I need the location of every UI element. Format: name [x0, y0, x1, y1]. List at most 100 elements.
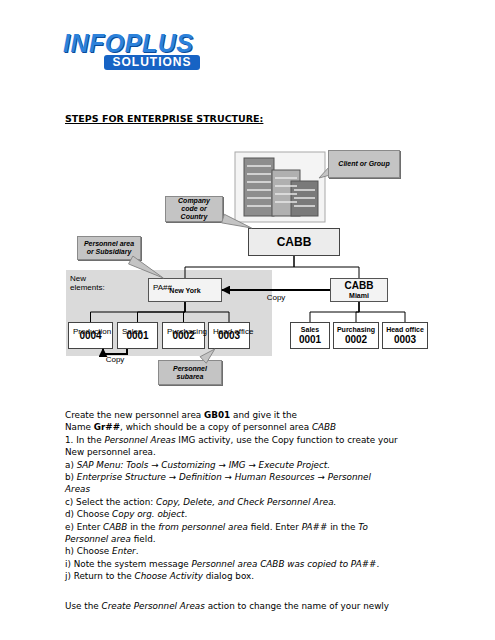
body-text: 1. In the — [65, 435, 102, 445]
text-line: i) Note the system messagePersonnel area… — [65, 559, 379, 570]
body-text: . — [376, 559, 379, 569]
callout-box: Personnel area or Subsidiary — [77, 236, 141, 260]
node-text: New elements: — [70, 274, 122, 292]
tree-line — [294, 256, 359, 278]
body-text: New personnel area. — [65, 447, 156, 457]
node-text: PA## — [153, 283, 205, 292]
edge-label: Copy — [267, 293, 286, 302]
body-text: in the — [130, 522, 155, 532]
org-unit-box: CABB — [248, 228, 340, 256]
callout-box: Company code or Country — [165, 196, 223, 222]
text-line: New personnel area. — [65, 447, 156, 458]
body-text: . — [136, 546, 139, 556]
node-text: Personnel subarea — [162, 365, 218, 381]
tree-line — [359, 302, 405, 322]
body-text: Copy, Delete, and Check Personnel Area. — [156, 497, 336, 507]
body-text: d) Choose — [65, 509, 109, 519]
subarea-box: Purchasing0002 — [333, 322, 379, 349]
text-line: h) ChooseEnter. — [65, 546, 139, 557]
personnel-area-box: CABBMiami — [330, 278, 388, 302]
text-line: a)SAP Menu: Tools → Customizing → IMG → … — [65, 460, 330, 471]
callout-box: Personnel subarea — [158, 360, 222, 385]
text-line: b)Enterprise Structure → Definition → Hu… — [65, 472, 371, 483]
node-text: Head office — [386, 325, 424, 334]
body-text: c) Select the action: — [65, 497, 153, 507]
tree-line — [310, 302, 359, 322]
node-text: Client or Group — [338, 160, 389, 168]
subarea-box: Head office0003 — [382, 322, 428, 349]
tree-line — [356, 302, 359, 322]
body-text: e) Enter — [65, 522, 100, 532]
body-text: Name — [65, 422, 91, 432]
node-text: Purchasing — [337, 325, 375, 334]
edge-label: Copy — [106, 355, 125, 364]
server-slots — [247, 166, 315, 206]
subarea-box: Sales0001 — [117, 322, 158, 349]
body-text: in the — [330, 522, 355, 532]
body-text: CABB — [103, 522, 127, 532]
body-text: GB01 — [204, 410, 230, 420]
body-text: field. Enter — [251, 522, 299, 532]
body-text: action to change the name of your newly — [208, 601, 389, 611]
subarea-box: Purchasing0002 — [162, 322, 205, 349]
logo-text: INFOPLUS — [63, 29, 193, 58]
body-text: , which should be a copy of personnel ar… — [120, 422, 309, 432]
node-text: Head office — [213, 327, 265, 336]
node-text: New York — [169, 286, 200, 295]
image-frame — [235, 152, 325, 222]
new-elements-area: New elements: PA##New YorkProduction0004S… — [66, 270, 272, 356]
body-text: Enterprise Structure → Definition → Huma… — [77, 472, 371, 482]
text-line: Areas — [65, 484, 90, 495]
body-text: Create Personnel Areas — [101, 601, 204, 611]
text-line: Use theCreate Personnel Areas action to c… — [65, 601, 389, 612]
node-text: Sales — [301, 325, 319, 334]
body-text: from personnel area — [158, 522, 248, 532]
text-line: c) Select the action:Copy, Delete, and C… — [65, 497, 336, 508]
node-text: CABB — [277, 235, 312, 249]
subarea-box: Head office0003 — [208, 322, 250, 349]
node-text: 0002 — [345, 334, 367, 346]
body-text: To — [358, 522, 368, 532]
body-text: h) Choose — [65, 546, 109, 556]
subarea-box: Sales0001 — [290, 322, 330, 349]
text-line: d) ChooseCopy org. object. — [65, 509, 187, 520]
body-text: Personnel Areas — [104, 435, 175, 445]
body-text: SAP Menu: Tools → Customizing → IMG → Ex… — [77, 460, 330, 470]
text-line: e) EnterCABBin thefrom personnel areafie… — [65, 522, 368, 533]
callout-pointer — [222, 214, 252, 228]
node-text: 0001 — [299, 334, 321, 346]
body-text: Use the — [65, 601, 99, 611]
body-text: j) Return to the — [65, 571, 132, 581]
node-text: Personnel area or Subsidiary — [81, 240, 137, 256]
body-text: Enter — [112, 546, 136, 556]
subarea-box: Production0004 — [68, 322, 113, 349]
body-text: i) Note the system message — [65, 559, 189, 569]
body-text: Choose Activity — [135, 571, 203, 581]
page-title: STEPS FOR ENTERPRISE STRUCTURE: — [65, 113, 263, 124]
body-text: and give it the — [233, 410, 297, 420]
body-text: dialog box. — [206, 571, 254, 581]
body-text: Copy org. object — [112, 509, 184, 519]
callout-box: Client or Group — [328, 150, 400, 178]
body-text: a) — [65, 460, 74, 470]
node-text: 0003 — [394, 334, 416, 346]
body-text: field. — [134, 534, 156, 544]
text-line: Personnel areafield. — [65, 534, 156, 545]
node-text: Company code or Country — [169, 197, 219, 221]
node-text: CABB — [345, 281, 374, 291]
text-line: Create the new personnel areaGB01and giv… — [65, 410, 297, 421]
body-text: Personnel area CABB was copied to PA## — [191, 559, 376, 569]
body-text: IMG activity, use the Copy function to c… — [178, 435, 397, 445]
body-text: Personnel area — [65, 534, 131, 544]
logo-text: SOLUTIONS — [104, 55, 200, 70]
body-text: b) — [65, 472, 74, 482]
body-text: . — [185, 509, 188, 519]
personnel-area-box: PA##New York — [148, 278, 222, 302]
node-text: Miami — [349, 291, 369, 300]
text-line: NameGr##, which should be a copy of pers… — [65, 422, 336, 433]
text-line: 1. In thePersonnel AreasIMG activity, us… — [65, 435, 398, 446]
body-text: PA## — [302, 522, 328, 532]
body-text: Gr## — [94, 422, 120, 432]
body-text: Create the new personnel area — [65, 410, 201, 420]
